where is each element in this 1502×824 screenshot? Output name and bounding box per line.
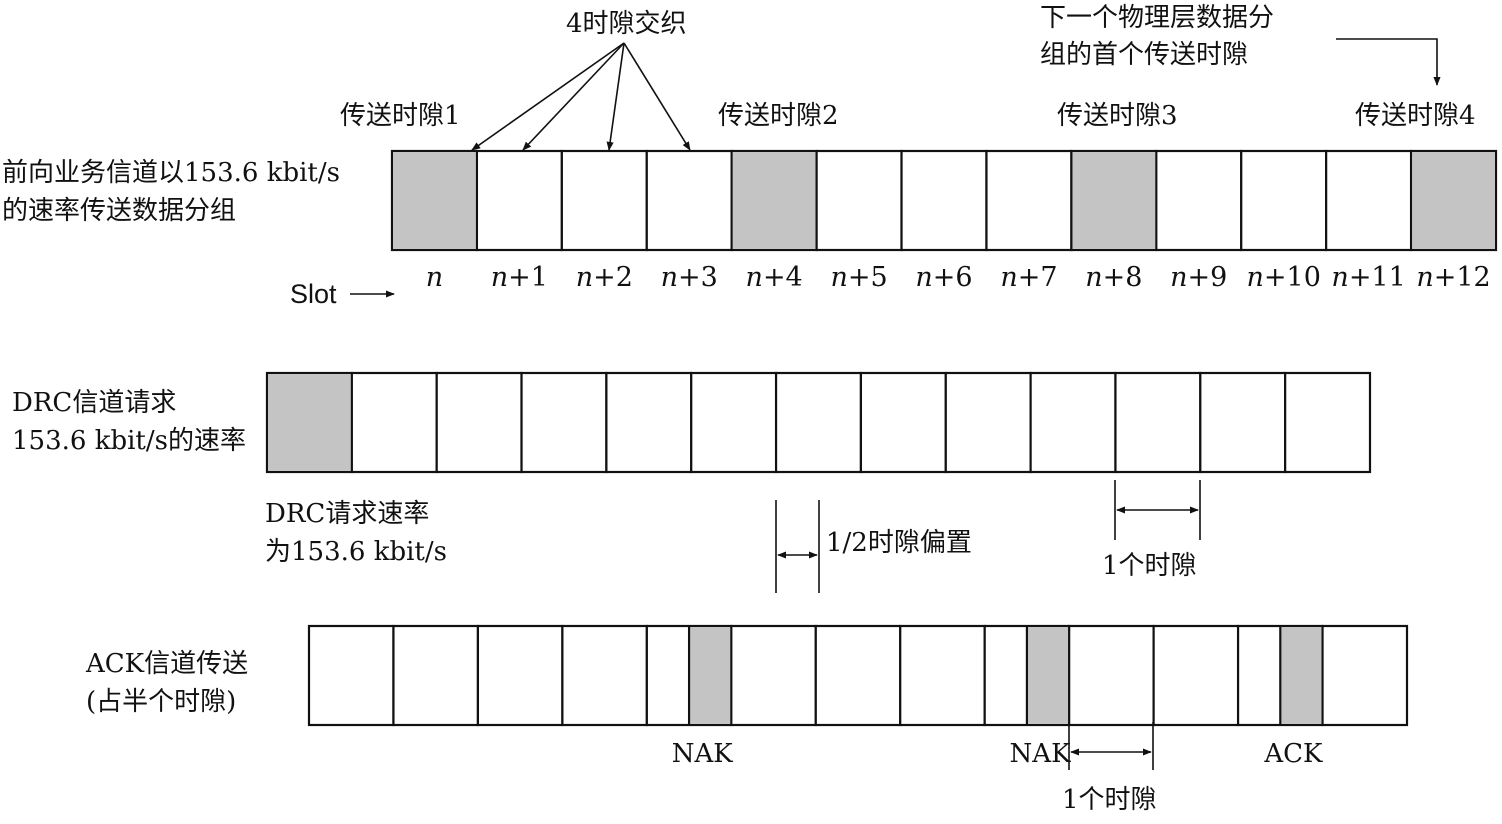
slot-index-label: n+5 [830, 262, 887, 293]
drc-slot-9 [1029, 371, 1117, 474]
forward-shaded-slot-4 [732, 152, 816, 249]
ack-mark-label: NAK [672, 739, 734, 769]
ack-slot-0 [307, 624, 395, 727]
ack-shaded-slot-4 [690, 627, 731, 724]
forward-slot-3 [645, 149, 733, 252]
tx-slot-1-label: 传送时隙1 [340, 101, 461, 131]
ack-one-slot-marker [1068, 722, 1154, 770]
drc-one-slot-marker [1114, 480, 1201, 540]
ack-mark-label: ACK [1263, 739, 1323, 769]
ack-slot-1 [392, 624, 480, 727]
slot-index-label: n+11 [1331, 262, 1405, 293]
slot-caption: Slot [290, 279, 337, 309]
forward-slot-10 [1240, 149, 1328, 252]
half-slot-offset-marker [775, 500, 820, 593]
ack-slot-2 [476, 624, 564, 727]
slot-index-label: n+12 [1416, 262, 1490, 293]
ack-slot-7 [899, 624, 986, 727]
drc-slot-4 [605, 371, 693, 474]
drc-shaded-slot-0 [268, 374, 351, 471]
forward-shaded-slot-0 [393, 152, 476, 249]
slot-index-label: n+8 [1085, 262, 1142, 293]
next-packet-label-line1: 下一个物理层数据分 [1040, 3, 1274, 33]
ack-label-line2: (占半个时隙) [86, 687, 236, 717]
drc-slot-5 [690, 371, 778, 474]
forward-slot-9 [1155, 149, 1243, 252]
forward-label-line2: 的速率传送数据分组 [2, 196, 236, 226]
forward-slot-11 [1325, 149, 1413, 252]
ack-label-line1: ACK信道传送 [85, 649, 248, 679]
tx-slot-3-label: 传送时隙3 [1057, 101, 1178, 131]
slot-index-label: n+7 [1000, 262, 1057, 293]
next-packet-label-line2: 组的首个传送时隙 [1040, 40, 1248, 70]
ack-slot-9 [1068, 624, 1155, 727]
drc-channel: DRC信道请求 153.6 kbit/s的速率 DRC请求速率 为153.6 k… [12, 371, 1372, 593]
drc-slot-1 [350, 371, 438, 474]
drc-slot-7 [859, 371, 947, 474]
forward-channel: 前向业务信道以153.6 kbit/s 的速率传送数据分组 传送时隙1 传送时隙… [2, 3, 1498, 309]
ack-shaded-slot-11 [1281, 627, 1322, 724]
drc-label-line1: DRC信道请求 [12, 388, 176, 418]
forward-slot-7 [985, 149, 1073, 252]
ack-one-slot-label: 1个时隙 [1062, 785, 1157, 815]
tx-slot-4-label: 传送时隙4 [1355, 101, 1476, 131]
ack-channel: ACK信道传送 (占半个时隙) NAK NAK ACK 1个时隙 [85, 624, 1409, 815]
ack-mark-label: NAK [1010, 739, 1072, 769]
interleave-arrow-2 [522, 42, 625, 151]
slot-index-label: n+1 [491, 262, 548, 293]
slot-index-label: n+9 [1170, 262, 1227, 293]
slot-index-label: n+6 [915, 262, 972, 293]
slot-index-label: n [426, 262, 443, 293]
ack-mark-labels: NAK NAK ACK [672, 739, 1323, 769]
drc-slot-3 [520, 371, 608, 474]
slot-index-labels: n n+1 n+2 n+3 n+4 n+5 n+6 n+7 n+8 n+9 n+10 n+11 n+12 [426, 262, 1491, 293]
interleave-arrow-3 [606, 42, 625, 151]
slot-index-label: n+4 [746, 262, 803, 293]
forward-slot-1 [475, 149, 563, 252]
tx-slot-2-label: 传送时隙2 [718, 101, 839, 131]
next-packet-arrow [1336, 38, 1441, 86]
interleave-arrow-4 [623, 42, 691, 151]
interleave-label: 4时隙交织 [566, 9, 687, 39]
drc-slot-8 [944, 371, 1032, 474]
drc-rate-line1: DRC请求速率 [265, 499, 429, 529]
slot-index-label: n+10 [1247, 262, 1321, 293]
ack-slot-10 [1152, 624, 1240, 727]
ack-slot-3 [561, 624, 648, 727]
interleave-arrow-1 [471, 42, 625, 151]
drc-label-line2: 153.6 kbit/s的速率 [12, 426, 246, 456]
ack-slot-row [307, 624, 1409, 727]
slot-index-label: n+3 [661, 262, 718, 293]
forward-slot-5 [815, 149, 903, 252]
forward-shaded-slot-12 [1412, 152, 1495, 249]
interleave-arrows [471, 42, 691, 151]
slot-index-label: n+2 [576, 262, 633, 293]
drc-slot-11 [1199, 371, 1287, 474]
ack-slot-5 [730, 624, 817, 727]
ack-slot-12 [1321, 624, 1409, 727]
forward-slot-row [390, 149, 1498, 252]
drc-one-slot-label: 1个时隙 [1102, 551, 1197, 581]
forward-slot-2 [560, 149, 648, 252]
ack-shaded-slot-8 [1028, 627, 1069, 724]
drc-slot-6 [774, 371, 863, 474]
drc-slot-2 [435, 371, 523, 474]
half-slot-offset-label: 1/2时隙偏置 [826, 528, 972, 558]
drc-slot-row [265, 371, 1372, 474]
drc-rate-line2: 为153.6 kbit/s [265, 537, 447, 567]
drc-slot-10 [1114, 371, 1202, 474]
forward-shaded-slot-8 [1072, 152, 1156, 249]
ack-slot-6 [814, 624, 902, 727]
drc-slot-12 [1284, 371, 1372, 474]
forward-slot-6 [900, 149, 988, 252]
forward-label-line1: 前向业务信道以153.6 kbit/s [2, 158, 340, 188]
